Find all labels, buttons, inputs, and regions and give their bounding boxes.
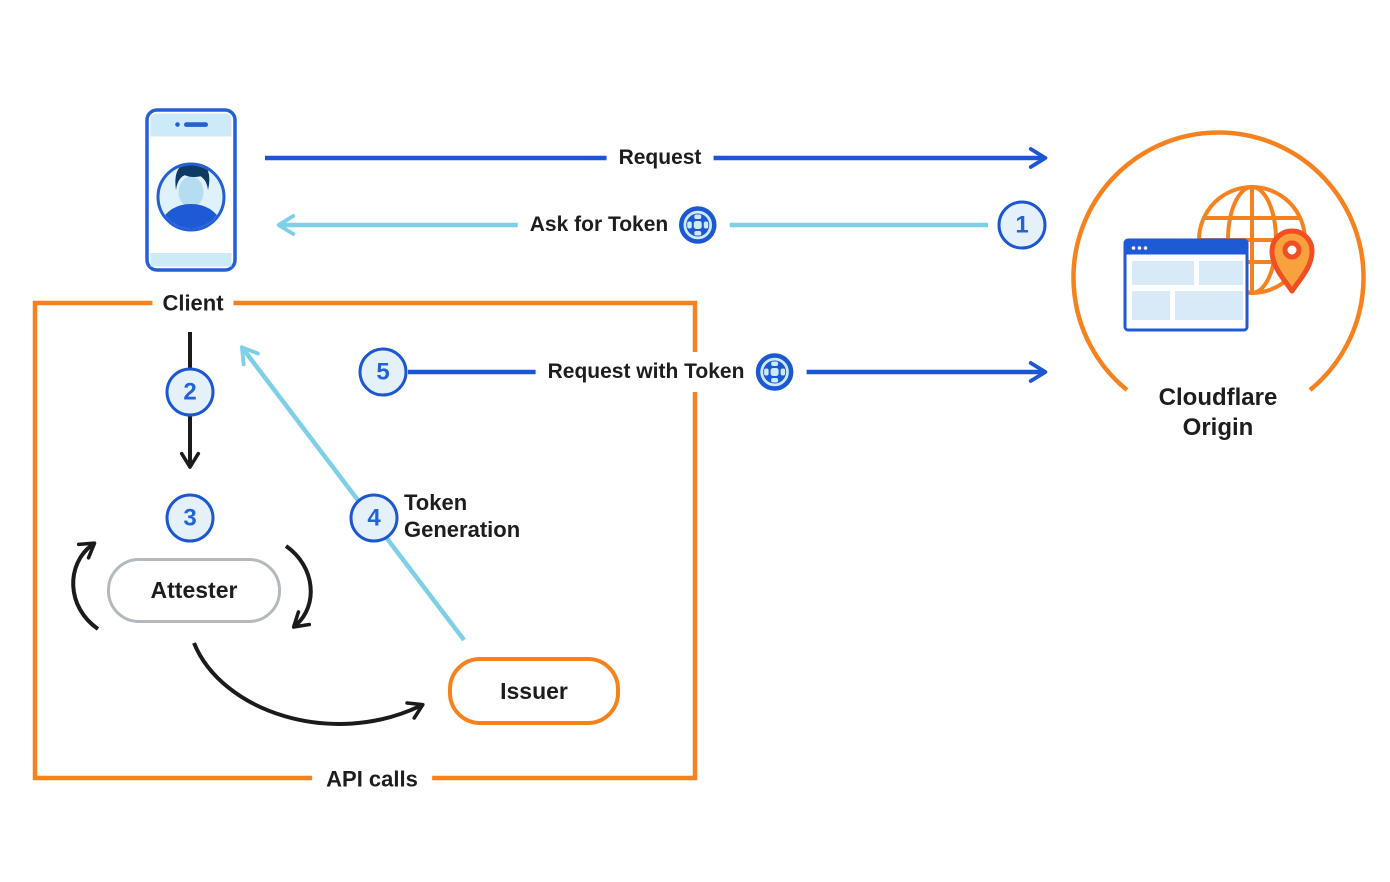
issuer-to-client-arrow <box>240 345 466 642</box>
issuer-label: Issuer <box>500 677 568 704</box>
token-icon <box>679 206 717 244</box>
token-generation-label: Token Generation <box>404 490 521 542</box>
api-calls-label: API calls <box>312 766 432 792</box>
step-badge-5: 5 <box>358 347 408 397</box>
step-badge-1: 1 <box>997 200 1047 250</box>
ask-for-token-text: Ask for Token <box>529 212 669 236</box>
token-icon <box>755 353 794 391</box>
attester-cycle-left-arrow <box>71 541 100 631</box>
attester-node: Attester <box>107 558 281 623</box>
issuer-node: Issuer <box>448 657 620 725</box>
attester-to-issuer-arrow <box>192 642 425 726</box>
origin-circle <box>1071 130 1366 392</box>
request-with-token-text: Request with Token <box>547 359 745 383</box>
attester-cycle-right-arrow <box>284 544 313 629</box>
browser-window-icon <box>1123 238 1249 332</box>
phone-client-icon <box>145 108 237 272</box>
location-pin-icon <box>1269 228 1315 294</box>
client-label: Client <box>152 290 234 316</box>
request-label: Request <box>606 145 714 171</box>
step-badge-4: 4 <box>349 493 399 543</box>
ask-for-token-label: Ask for Token <box>517 205 731 245</box>
cloudflare-origin-icon <box>1071 130 1366 392</box>
attester-label: Attester <box>150 577 238 603</box>
request-with-token-label: Request with Token <box>535 352 807 392</box>
cloudflare-origin-label: Cloudflare Origin <box>1150 383 1286 443</box>
step-badge-2: 2 <box>165 367 215 417</box>
step-badge-3: 3 <box>165 493 215 543</box>
